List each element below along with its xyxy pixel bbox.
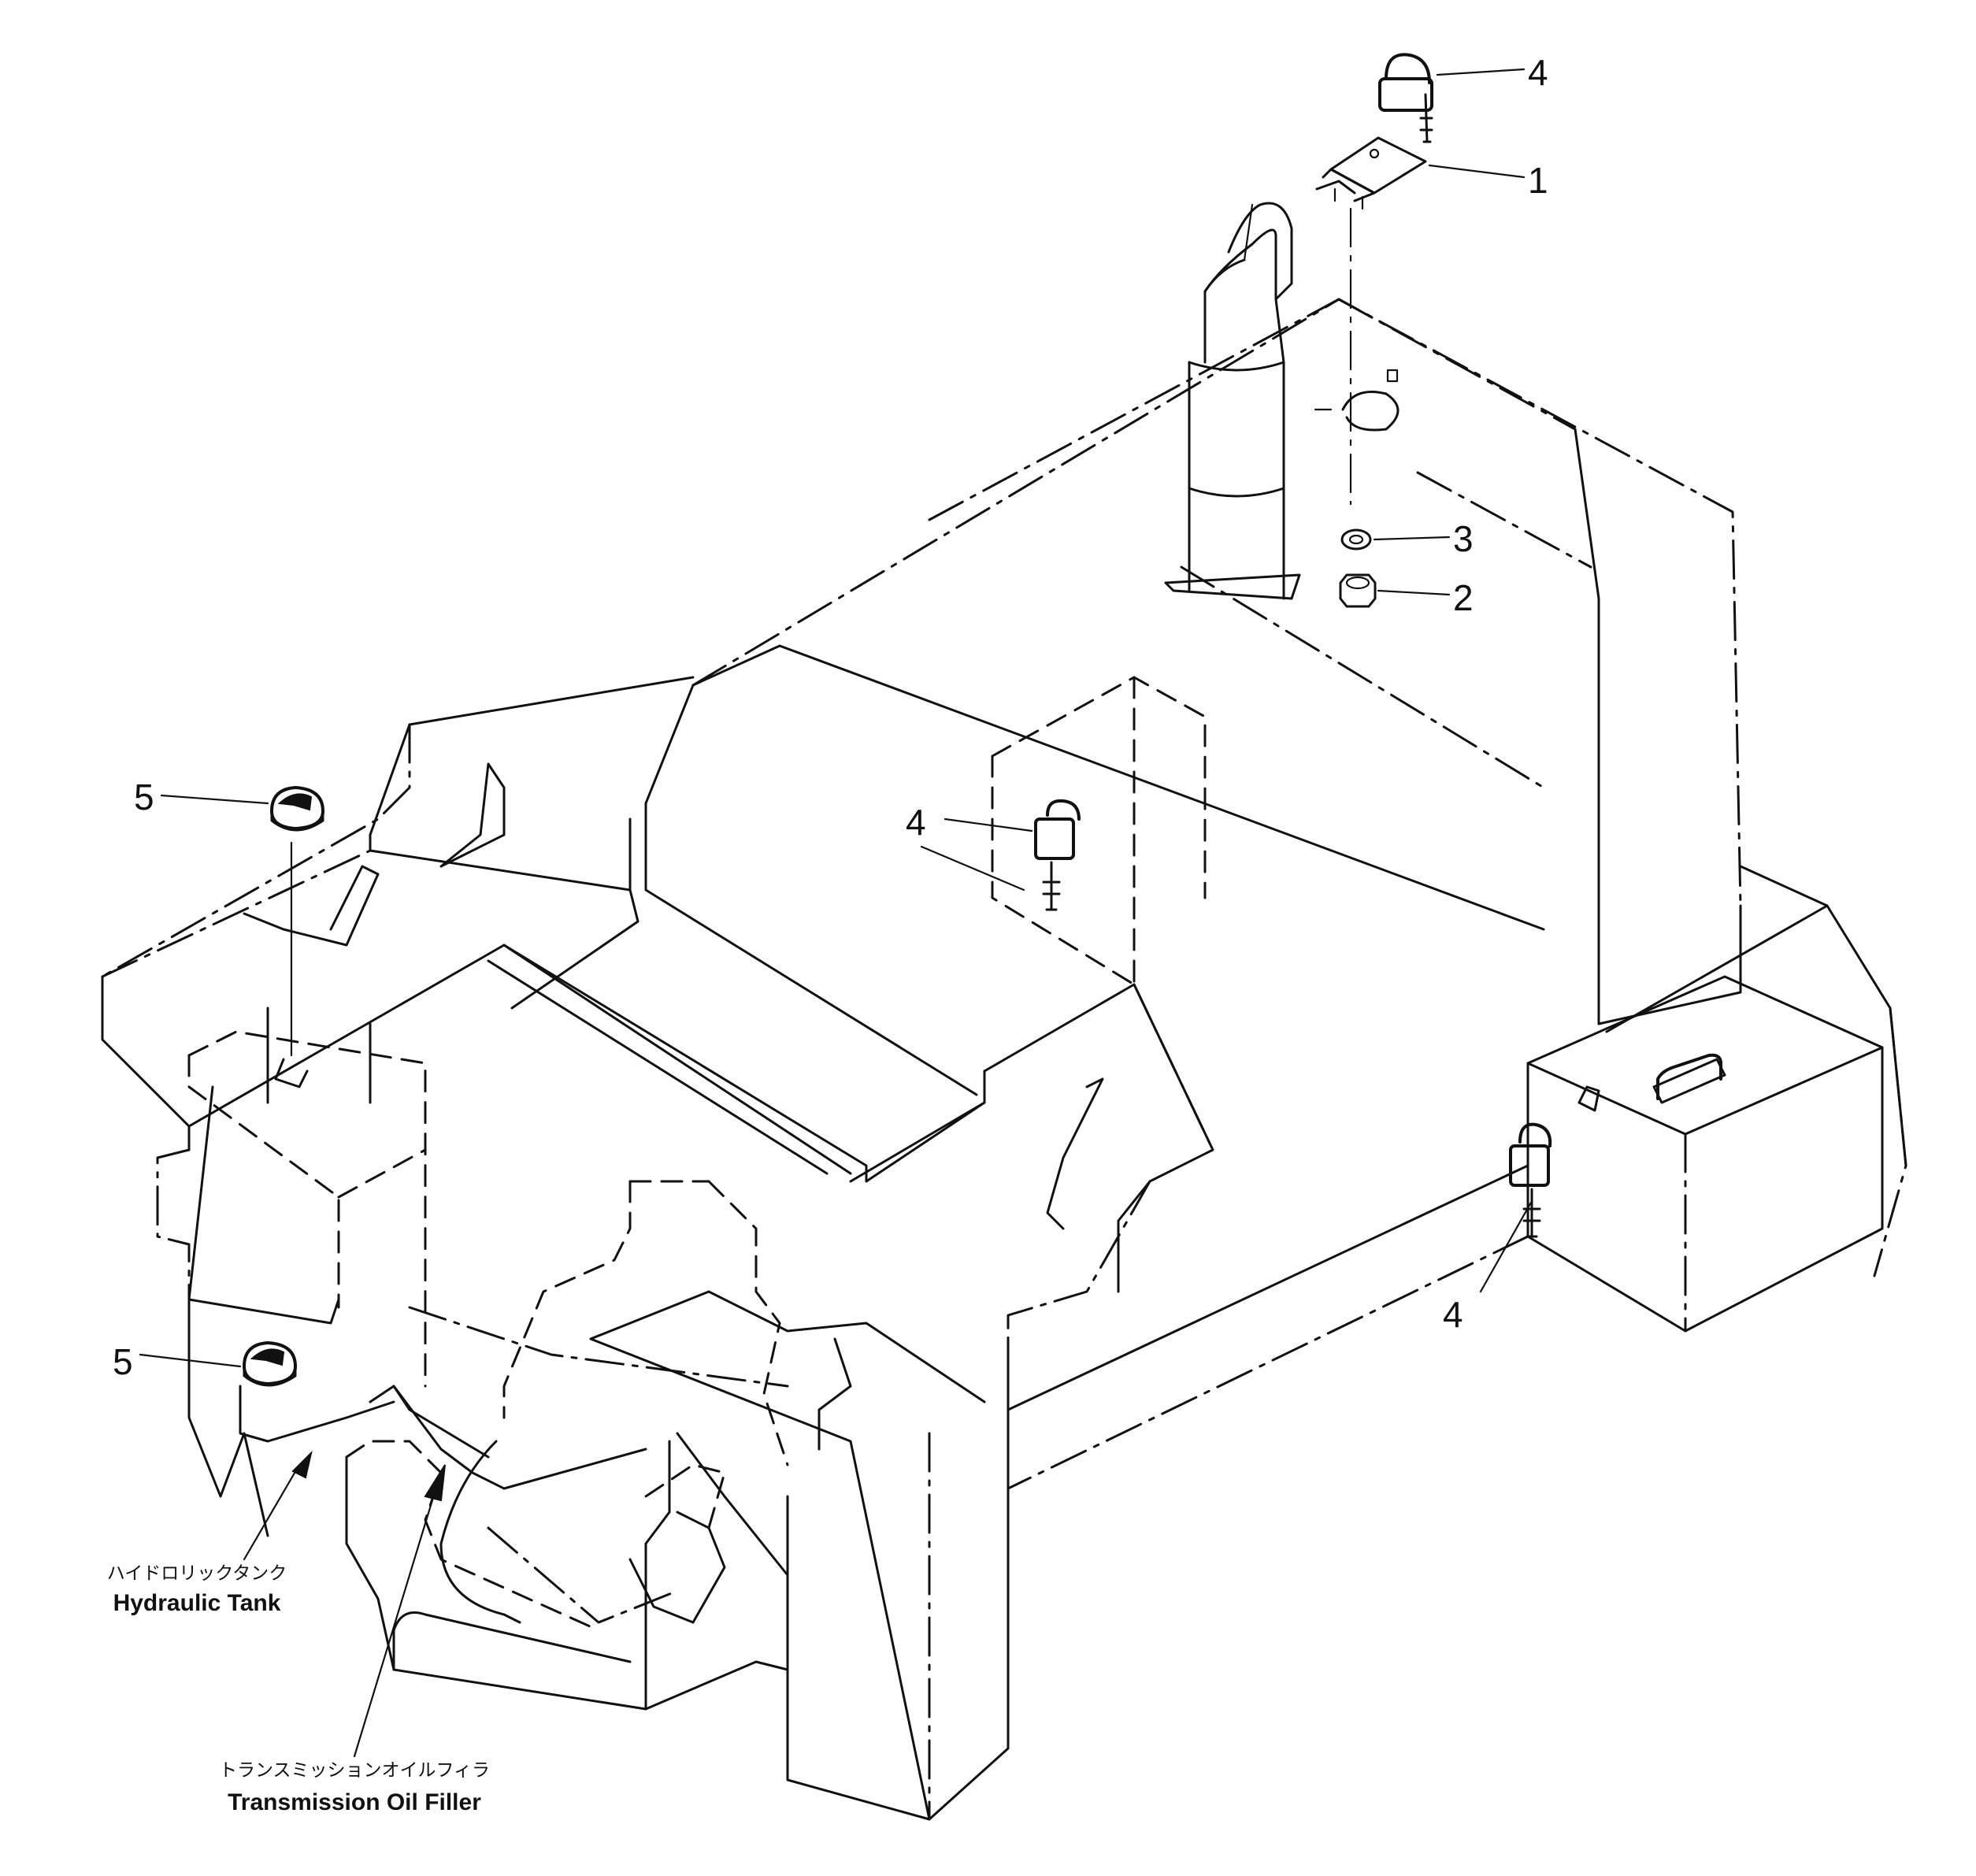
nut-icon xyxy=(1339,573,1377,608)
filler-cap-icon xyxy=(243,1341,297,1387)
hydraulic-tank-label-jp: ハイドロリックタンク xyxy=(107,1563,287,1584)
filler-neck-outline xyxy=(243,865,380,947)
callout-4-mid: 4 xyxy=(906,802,926,843)
hydraulic-tank-label: Hydraulic Tank xyxy=(113,1590,281,1616)
callout-4-top: 4 xyxy=(1528,52,1548,93)
washer-icon xyxy=(1340,528,1372,551)
padlock-icon xyxy=(1034,799,1081,911)
callout-5-low: 5 xyxy=(113,1341,133,1382)
toolbox-hasp xyxy=(1577,1085,1600,1112)
padlock-icon xyxy=(1509,1122,1552,1238)
callout-4-right: 4 xyxy=(1443,1294,1463,1335)
leader-lines xyxy=(139,68,1533,1758)
callout-1: 1 xyxy=(1528,160,1548,201)
transmission-oil-filler-label-jp: トランスミッションオイルフィラ xyxy=(219,1760,490,1781)
padlock-icon xyxy=(1378,53,1433,143)
toolbox xyxy=(1526,975,1884,1333)
lock-bracket-icon xyxy=(1315,136,1427,210)
callout-3: 3 xyxy=(1453,518,1474,559)
transmission-oil-filler-label: Transmission Oil Filler xyxy=(228,1789,481,1815)
callout-2: 2 xyxy=(1453,577,1474,618)
exhaust-pipe xyxy=(1164,202,1301,600)
engine-hood-body xyxy=(101,298,1907,1821)
mount-hole-outline xyxy=(1341,391,1400,432)
filler-cap-icon xyxy=(270,786,324,832)
arrow-icon xyxy=(291,1450,446,1502)
callout-5-top: 5 xyxy=(134,777,154,818)
